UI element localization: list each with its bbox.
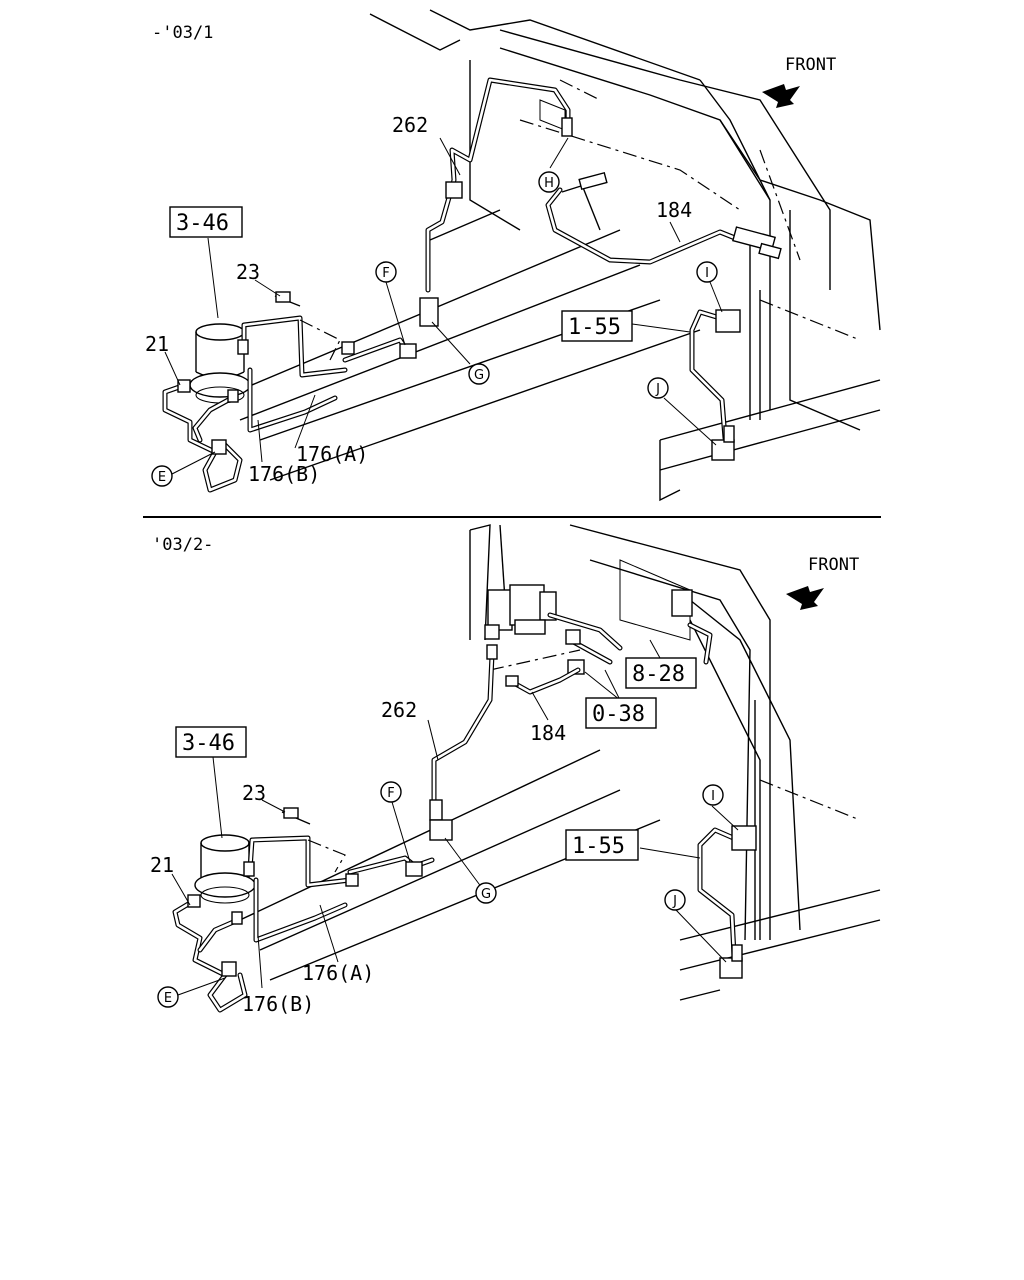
top-ref-346-box bbox=[169, 206, 243, 238]
top-ref-155: 1-55 bbox=[568, 315, 621, 340]
bottom-valve-module bbox=[484, 584, 713, 675]
svg-text:E: E bbox=[158, 470, 166, 485]
bottom-ref-038: 0-38 bbox=[592, 702, 645, 727]
top-label-176a: 176(A) bbox=[296, 442, 368, 466]
top-panel: -'03/1 FRONT bbox=[145, 9, 881, 502]
top-label-21: 21 bbox=[145, 332, 169, 356]
bottom-ref-155: 1-55 bbox=[572, 834, 625, 859]
bottom-marker-j: J bbox=[664, 889, 686, 911]
bottom-tank-pipes bbox=[172, 807, 435, 1013]
top-pipe-155 bbox=[689, 309, 741, 461]
bottom-label-21: 21 bbox=[150, 853, 174, 877]
top-pipe-262 bbox=[425, 77, 573, 293]
svg-text:E: E bbox=[164, 991, 172, 1006]
bottom-ref-346: 3-46 bbox=[182, 731, 235, 756]
bottom-label-262: 262 bbox=[381, 698, 417, 722]
top-chassis-frame bbox=[239, 9, 881, 502]
bottom-ref-828: 8-28 bbox=[632, 662, 685, 687]
bottom-marker-g: G bbox=[475, 882, 497, 904]
top-tank bbox=[189, 323, 251, 404]
svg-text:F: F bbox=[382, 266, 389, 281]
bottom-ref-155-box bbox=[565, 829, 639, 861]
svg-text:J: J bbox=[655, 382, 660, 397]
bottom-pipe-262 bbox=[429, 644, 498, 841]
top-marker-j: J bbox=[647, 377, 669, 399]
bottom-label-184: 184 bbox=[530, 721, 566, 745]
bottom-front-arrow-icon bbox=[786, 586, 824, 610]
top-period-label: -'03/1 bbox=[152, 23, 213, 43]
top-label-184: 184 bbox=[656, 198, 692, 222]
svg-text:F: F bbox=[387, 786, 394, 801]
top-front-label: FRONT bbox=[785, 55, 836, 75]
top-leaders bbox=[164, 137, 723, 475]
bottom-panel: '03/2- FRONT bbox=[150, 524, 881, 1016]
top-front-arrow-icon bbox=[762, 84, 800, 108]
bottom-leaders bbox=[171, 639, 739, 996]
bottom-front-label: FRONT bbox=[808, 555, 859, 575]
bottom-ref-038-box bbox=[585, 697, 657, 729]
bottom-label-176a: 176(A) bbox=[302, 961, 374, 985]
bottom-period-label: '03/2- bbox=[152, 535, 213, 555]
top-pipe-184 bbox=[545, 171, 782, 265]
top-label-23: 23 bbox=[236, 260, 260, 284]
top-label-176b: 176(B) bbox=[248, 462, 320, 486]
bottom-marker-i: I bbox=[702, 784, 724, 806]
bottom-label-23: 23 bbox=[242, 781, 266, 805]
top-ref-155-box bbox=[561, 310, 633, 342]
bottom-chassis-frame bbox=[239, 524, 881, 1001]
top-marker-i: I bbox=[696, 261, 718, 283]
bottom-pipe-184 bbox=[505, 667, 581, 695]
svg-text:H: H bbox=[544, 176, 554, 191]
top-marker-e: E bbox=[151, 465, 173, 487]
bottom-marker-f: F bbox=[380, 781, 402, 803]
bottom-ref-346-box bbox=[175, 726, 247, 758]
top-ref-346: 3-46 bbox=[176, 211, 229, 236]
top-marker-g: G bbox=[468, 363, 490, 385]
svg-text:G: G bbox=[474, 368, 484, 383]
bottom-ref-828-box bbox=[625, 657, 697, 689]
svg-text:J: J bbox=[672, 894, 677, 909]
top-label-262: 262 bbox=[392, 113, 428, 137]
bottom-label-176b: 176(B) bbox=[242, 992, 314, 1016]
svg-text:G: G bbox=[481, 887, 491, 902]
bottom-pipe-155 bbox=[697, 825, 757, 979]
bottom-marker-e: E bbox=[157, 986, 179, 1008]
top-marker-h: H bbox=[538, 171, 560, 193]
svg-text:I: I bbox=[711, 789, 715, 804]
svg-text:I: I bbox=[705, 266, 709, 281]
top-marker-f: F bbox=[375, 261, 397, 283]
